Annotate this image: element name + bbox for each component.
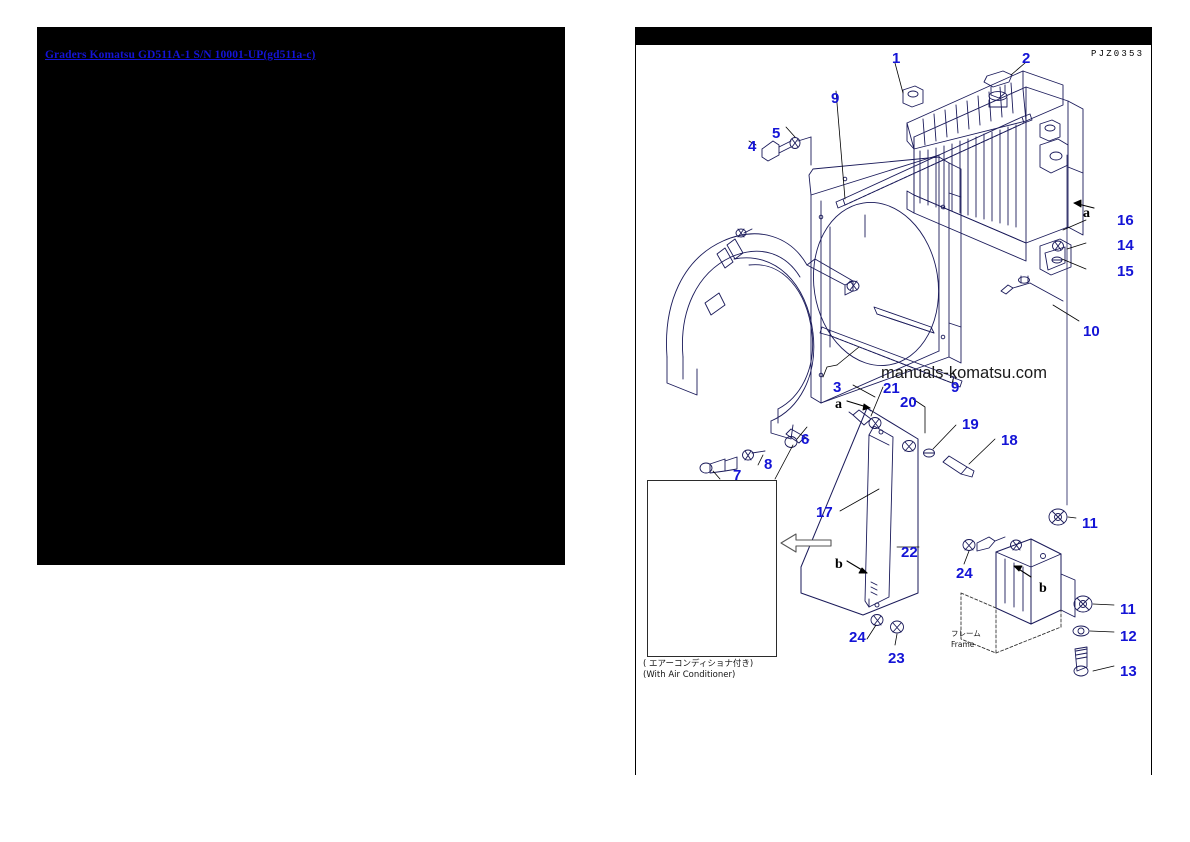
callout-number: 1 xyxy=(892,50,901,67)
parts-diagram-panel: PJZ0353 xyxy=(631,27,1152,777)
frame-label-en: Frame xyxy=(951,640,975,650)
section-marker: a xyxy=(835,397,842,412)
callout-number: 13 xyxy=(1120,663,1137,680)
callout-number: 19 xyxy=(962,416,979,433)
frame-label: フレーム Frame xyxy=(951,628,981,651)
callout-number: 12 xyxy=(1120,628,1137,645)
sheet-code-label: PJZ0353 xyxy=(1091,49,1145,59)
inset-caption-jp: ( エアーコンディショナ付き) xyxy=(643,659,754,669)
callout-number: 7 xyxy=(733,467,742,484)
inset-transfer-arrow xyxy=(780,533,832,553)
callout-number: 2 xyxy=(1022,50,1031,67)
callout-number: 10 xyxy=(1083,323,1100,340)
callout-number: 8 xyxy=(764,456,773,473)
callout-number: 18 xyxy=(1001,432,1018,449)
section-marker: b xyxy=(835,557,843,572)
diagram-right-rule xyxy=(1151,45,1152,775)
site-watermark: manuals-komatsu.com xyxy=(881,364,1047,382)
callout-number: 15 xyxy=(1117,263,1134,280)
section-marker: a xyxy=(1083,206,1090,221)
callout-number: 24 xyxy=(956,565,973,582)
diagram-left-rule xyxy=(635,45,636,775)
callout-number: 17 xyxy=(816,504,833,521)
air-conditioner-inset-box xyxy=(647,480,777,657)
section-marker: b xyxy=(1039,581,1047,596)
inset-caption: ( エアーコンディショナ付き) (With Air Conditioner) xyxy=(643,659,753,682)
callout-number: 20 xyxy=(900,394,917,411)
callout-number: 23 xyxy=(888,650,905,667)
callout-number: 4 xyxy=(748,138,757,155)
callout-number: 22 xyxy=(901,544,918,561)
callout-number: 9 xyxy=(831,90,840,107)
callout-number: 21 xyxy=(883,380,900,397)
callout-number: 6 xyxy=(801,431,810,448)
callout-number: 5 xyxy=(772,125,781,142)
callout-number: 3 xyxy=(833,379,842,396)
callout-number: 9 xyxy=(951,379,960,396)
callout-number: 11 xyxy=(1120,601,1136,618)
callout-number: 16 xyxy=(1117,212,1134,229)
callout-number: 14 xyxy=(1117,237,1134,254)
callout-number: 24 xyxy=(849,629,866,646)
catalog-title-link[interactable]: Graders Komatsu GD511A-1 S/N 10001-UP(gd… xyxy=(45,49,316,61)
catalog-black-panel: Graders Komatsu GD511A-1 S/N 10001-UP(gd… xyxy=(37,27,565,565)
diagram-top-black-bar xyxy=(635,27,1152,45)
frame-label-jp: フレーム xyxy=(951,629,981,638)
callout-number: 11 xyxy=(1082,515,1098,532)
inset-caption-en: (With Air Conditioner) xyxy=(643,670,736,681)
